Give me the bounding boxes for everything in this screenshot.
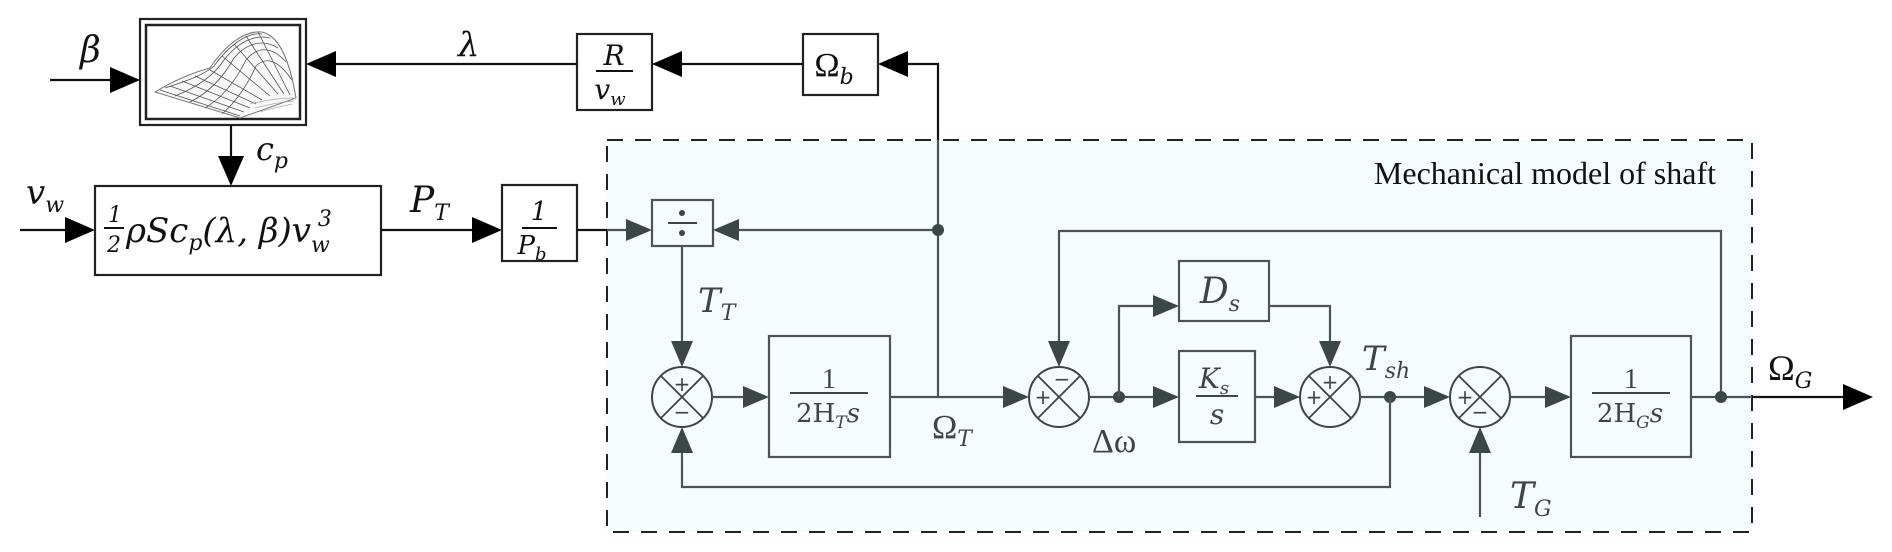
arrow-head (1274, 386, 1300, 408)
pt-label: PT (409, 180, 451, 226)
svg-text:s: s (1210, 398, 1224, 431)
svg-text:R: R (602, 39, 624, 72)
arrow-head (652, 51, 682, 77)
beta-label: β (78, 30, 101, 71)
arrow-head (1469, 427, 1491, 453)
arrow-head (671, 427, 693, 453)
svg-text:Ks: Ks (1198, 362, 1229, 399)
sum-junction-3: + + (1299, 366, 1361, 428)
aero-power-expression: ρScp(λ, β)vw3 (125, 207, 332, 258)
aero-power-block: 1 2 ρScp(λ, β)vw3 (93, 184, 383, 277)
svg-text:vw: vw (594, 73, 626, 110)
arrow-head (1003, 386, 1029, 408)
arrow-head (1424, 386, 1450, 408)
svg-text:2: 2 (106, 233, 121, 258)
svg-text:Pb: Pb (516, 231, 546, 265)
generator-inertia-block: 1 2HGs (1569, 334, 1693, 459)
svg-text:+: + (1306, 385, 1323, 409)
svg-text:Ds: Ds (1199, 271, 1240, 317)
arrow-head (1319, 341, 1341, 367)
svg-text:+: + (1457, 385, 1474, 409)
omega-g-feedback-line (1057, 229, 1723, 397)
sum-junction-1: + − (651, 366, 713, 428)
lambda-label: λ (456, 25, 480, 65)
svg-text:+: + (1322, 370, 1339, 394)
tt-label: TT (698, 281, 738, 326)
svg-text:1: 1 (108, 203, 122, 228)
arrow-head (65, 217, 95, 243)
delta-omega-label: Δω (1092, 423, 1136, 460)
arrow-head (713, 219, 739, 241)
svg-text:2HGs: 2HGs (1597, 399, 1663, 433)
omega-t-feedback-external (906, 62, 940, 140)
svg-text:−: − (1054, 367, 1071, 391)
svg-text:1: 1 (822, 364, 836, 395)
base-speed-block: Ωb (801, 32, 880, 97)
omega-t-label: ΩT (932, 409, 974, 452)
arrow-head (1843, 384, 1873, 410)
region-title: Mechanical model of shaft (1374, 155, 1716, 191)
tsh-feedback-line (680, 397, 1392, 489)
cp-surface-icon (153, 31, 297, 119)
arrow-head (1048, 341, 1070, 367)
sum-junction-2: + − (1028, 366, 1090, 428)
arrow-head (110, 67, 140, 93)
stiffness-block: Ks s (1177, 349, 1257, 444)
cp-label: cp (256, 130, 288, 174)
arrow-head (472, 217, 502, 243)
per-unit-block: 1 Pb (500, 183, 579, 265)
arrow-head (671, 341, 693, 367)
svg-text:−: − (1472, 400, 1489, 424)
svg-text:+: + (674, 372, 691, 396)
svg-text:2HTs: 2HTs (796, 399, 860, 433)
tsh-label: Tsh (1362, 339, 1410, 384)
pt-signal: PT (381, 180, 502, 243)
arrow-head (1153, 295, 1179, 317)
junction-dot (932, 224, 944, 236)
divide-block (650, 198, 715, 248)
arrow-head (743, 386, 769, 408)
svg-text:Ωb: Ωb (814, 47, 853, 90)
arrow-head (878, 51, 908, 77)
arrow-head (218, 156, 244, 186)
cp-lookup-block (138, 17, 308, 127)
junction-dot (1715, 391, 1727, 403)
svg-text:−: − (674, 400, 691, 424)
sum-junction-4: + − (1449, 366, 1511, 428)
svg-text:+: + (1035, 385, 1052, 409)
beta-input: β (50, 30, 140, 93)
lambda-signal: λ (306, 25, 577, 77)
turbine-inertia-block: 1 2HTs (767, 334, 892, 459)
tip-speed-block: R vw (575, 32, 654, 112)
arrow-head (1153, 386, 1179, 408)
vw-input: vw (20, 173, 95, 243)
cp-signal: cp (218, 125, 288, 186)
arrow-head (1545, 386, 1571, 408)
svg-text:1: 1 (531, 197, 548, 227)
vw-label: vw (26, 173, 64, 218)
svg-text:1: 1 (1624, 364, 1638, 395)
arrow-head (306, 51, 336, 77)
tg-label: TG (1510, 476, 1552, 522)
damping-block: Ds (1177, 259, 1271, 323)
arrow-head (626, 219, 652, 241)
omega-g-label: ΩG (1768, 348, 1812, 394)
